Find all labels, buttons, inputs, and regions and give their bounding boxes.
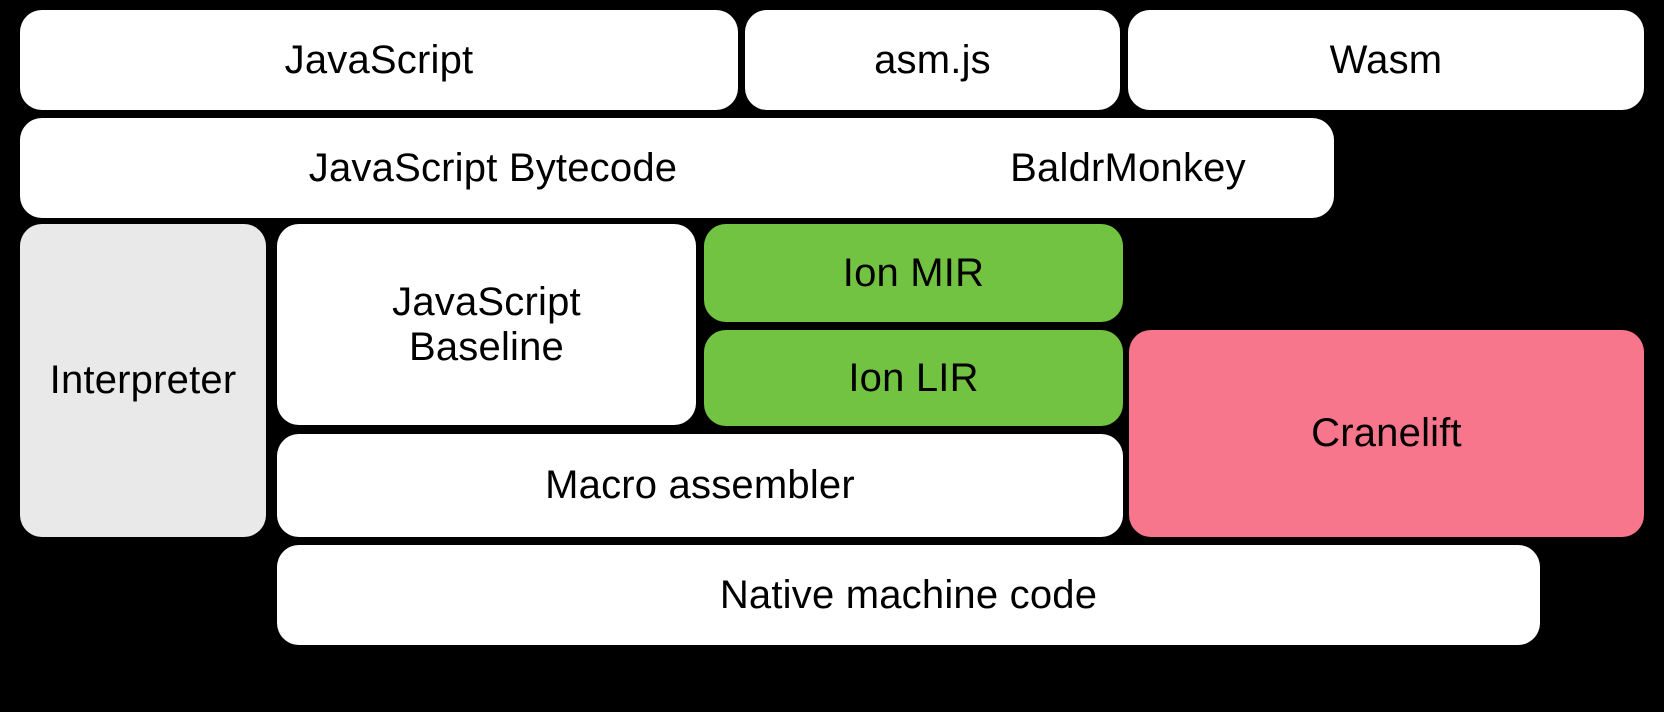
node-asmjs[interactable]: asm.js	[745, 10, 1120, 110]
node-ion-mir[interactable]: Ion MIR	[704, 224, 1123, 322]
node-javascript[interactable]: JavaScript	[20, 10, 738, 110]
node-interpreter[interactable]: Interpreter	[20, 224, 266, 537]
node-wasm[interactable]: Wasm	[1128, 10, 1644, 110]
node-ion-lir[interactable]: Ion LIR	[704, 330, 1123, 426]
node-native-machine-code[interactable]: Native machine code	[277, 545, 1540, 645]
node-macro-assembler[interactable]: Macro assembler	[277, 434, 1123, 537]
node-javascript-bytecode[interactable]: JavaScript Bytecode	[20, 118, 966, 218]
node-javascript-baseline[interactable]: JavaScript Baseline	[277, 224, 696, 425]
node-baldrmonkey[interactable]: BaldrMonkey	[922, 118, 1334, 218]
node-cranelift[interactable]: Cranelift	[1129, 330, 1644, 537]
